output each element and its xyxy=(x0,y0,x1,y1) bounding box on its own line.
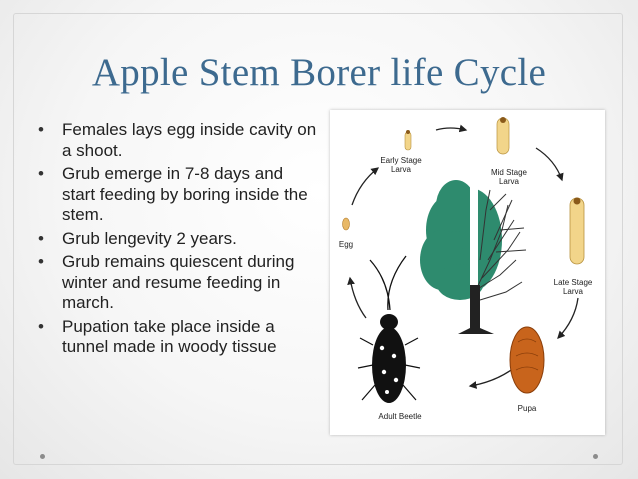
tree-foliage xyxy=(420,180,502,305)
cycle-arrow xyxy=(435,124,468,133)
bullet-text: Grub lengevity 2 years. xyxy=(62,228,237,248)
tree-trunk xyxy=(470,285,480,333)
bullet-icon: • xyxy=(38,228,44,248)
pupa-icon xyxy=(509,326,545,394)
cycle-arrow xyxy=(535,147,564,182)
label-early-stage-larva: Early Stage Larva xyxy=(380,156,422,174)
label-adult-beetle: Adult Beetle xyxy=(378,412,422,421)
tree-roots xyxy=(458,328,494,334)
early-stage-larva-icon xyxy=(404,131,412,151)
bullet-item: • Grub remains quiescent during winter an… xyxy=(36,252,318,314)
bullet-icon: • xyxy=(38,120,44,139)
label-pupa: Pupa xyxy=(517,404,537,413)
bullet-text: Females lays egg inside cavity on a shoo… xyxy=(62,120,317,160)
cycle-arrow xyxy=(468,367,515,389)
bullet-item: • Grub lengevity 2 years. xyxy=(36,229,318,250)
bullet-icon: • xyxy=(38,252,44,271)
egg-icon xyxy=(342,217,350,231)
bullet-item: • Grub emerge in 7-8 days and start feedi… xyxy=(36,164,318,226)
bullet-text: Grub emerge in 7-8 days and start feedin… xyxy=(62,164,308,224)
bullet-text: Grub remains quiescent during winter and… xyxy=(62,252,295,312)
corner-dot xyxy=(40,454,45,459)
bullet-icon: • xyxy=(38,164,44,183)
cycle-arrow xyxy=(557,297,579,339)
life-cycle-illustration xyxy=(342,117,585,403)
cycle-arrow xyxy=(347,276,367,319)
slide-frame xyxy=(13,13,623,465)
bullet-item: • Pupation take place inside a tunnel mad… xyxy=(36,317,318,358)
bullet-text: Pupation take place inside a tunnel made… xyxy=(62,316,277,357)
cycle-arrow xyxy=(351,167,380,206)
corner-dot xyxy=(593,454,598,459)
life-cycle-diagram: Early Stage Larva Mid Stage Larva Egg La… xyxy=(330,110,605,435)
bullet-item: • Females lays egg inside cavity on a sho… xyxy=(36,120,318,161)
label-egg: Egg xyxy=(338,240,354,249)
label-mid-stage-larva: Mid Stage Larva xyxy=(490,168,528,186)
label-late-stage-larva: Late Stage Larva xyxy=(553,278,593,296)
slide-title: Apple Stem Borer life Cycle xyxy=(91,51,547,94)
adult-beetle-icon xyxy=(357,255,421,403)
bullet-list: • Females lays egg inside cavity on a sho… xyxy=(36,120,318,361)
mid-stage-larva-icon xyxy=(496,117,510,155)
bullet-icon: • xyxy=(38,316,44,336)
late-stage-larva-icon xyxy=(569,197,585,265)
